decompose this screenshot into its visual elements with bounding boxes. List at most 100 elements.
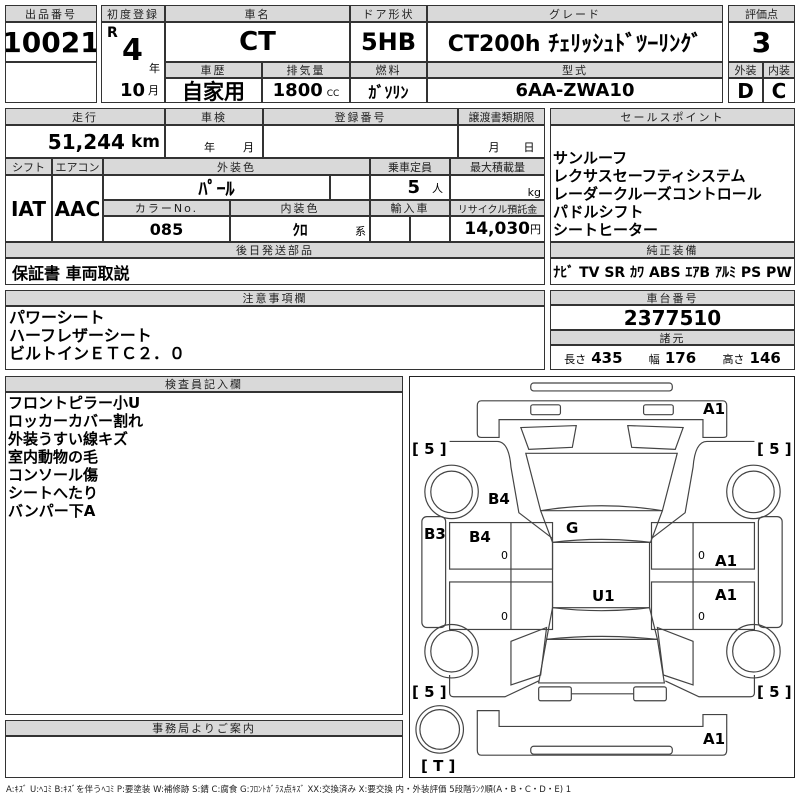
kg-unit: kg: [527, 186, 541, 199]
km-unit: km: [130, 131, 160, 152]
history: 自家用: [165, 78, 262, 103]
mileage: 51,244: [47, 129, 125, 154]
month-unit: 月: [148, 84, 159, 97]
history-label: 車歴: [165, 62, 262, 78]
year-unit: 年: [149, 62, 160, 75]
width: 176: [664, 349, 697, 367]
capacity-cell: 5 人: [370, 175, 450, 200]
displacement: 1800: [272, 80, 323, 101]
capacity-label: 乗車定員: [370, 158, 450, 175]
damage-mark: U1: [592, 587, 615, 605]
zero-mark: 0: [698, 549, 705, 562]
transfer-label: 譲渡書類期限: [458, 108, 545, 125]
zero-mark: 0: [501, 549, 508, 562]
model-label: 型式: [427, 62, 723, 78]
reg-no-label: 登録番号: [263, 108, 458, 125]
cc-unit: CC: [326, 88, 340, 99]
tire-mark: [ 5 ]: [412, 683, 447, 701]
damage-mark: A1: [715, 586, 738, 604]
chassis-number: 2377510: [550, 305, 795, 330]
car-name-label: 車名: [165, 5, 350, 22]
height-label: 高さ: [722, 353, 745, 366]
damage-mark: B4: [469, 528, 491, 546]
later-parts-label: 後日発送部品: [5, 242, 545, 258]
capacity-unit: 人: [432, 181, 443, 195]
sales-point: シートヒーター: [553, 221, 659, 239]
inspector-item: シートへたり: [8, 484, 99, 502]
first-reg-month: 10: [119, 79, 145, 101]
note-item: ビルトインＥＴＣ２．０: [9, 344, 186, 363]
displacement-label: 排気量: [262, 62, 350, 78]
ext-score: D: [728, 78, 763, 103]
inspection-month-unit: 月: [243, 141, 254, 154]
grade-label: グレード: [427, 5, 723, 22]
recycle-fee: 14,030: [464, 219, 530, 239]
notes-label: 注意事項欄: [5, 290, 545, 306]
inspector-item: コンソール傷: [8, 466, 99, 484]
width-label: 幅: [648, 353, 660, 366]
int-color-cell: ｸﾛ 系: [230, 216, 370, 242]
tire-mark: [ 5 ]: [757, 440, 792, 458]
chassis-label: 車台番号: [550, 290, 795, 305]
ext-color-label: 外装色: [103, 158, 370, 175]
import-label: 輸入車: [370, 200, 450, 216]
length: 435: [591, 349, 623, 367]
zero-mark: 0: [698, 610, 705, 623]
aircon: AAC: [52, 175, 103, 242]
sales-point: レクサスセーフティシステム: [553, 167, 746, 185]
sales-point: サンルーフ: [553, 149, 628, 167]
car-outline: [415, 382, 783, 756]
int-score-label: 内装: [763, 62, 795, 78]
damage-mark: B3: [424, 525, 446, 543]
specs-label: 諸元: [550, 330, 795, 345]
office-label: 事務局よりご案内: [5, 720, 403, 736]
inspector-label: 検査員記入欄: [5, 376, 403, 392]
sales-point: パドルシフト: [553, 203, 644, 221]
damage-mark: A1: [703, 400, 726, 418]
inspection-cell: 年 月: [165, 125, 263, 158]
grade: CT200h ﾁｪﾘｯｼｭﾄﾞﾂｰﾘﾝｸﾞ: [427, 22, 723, 62]
era: R: [107, 25, 118, 41]
inspection-label: 車検: [165, 108, 263, 125]
damage-mark: G: [566, 519, 579, 537]
notes-list: パワーシート ハーフレザーシート ビルトインＥＴＣ２．０: [9, 309, 185, 363]
inspector-box: [5, 392, 403, 715]
first-reg-label: 初度登録: [101, 5, 165, 22]
sales-points-list: サンルーフ レクサスセーフティシステム レーダークルーズコントロール パドルシフ…: [553, 149, 762, 239]
door-label: ドア形状: [350, 5, 427, 22]
inspector-item: フロントピラー小U: [8, 394, 141, 412]
int-color-unit: 系: [355, 225, 366, 238]
color-no-label: カラーNo.: [103, 200, 230, 216]
mileage-label: 走行: [5, 108, 165, 125]
first-reg-month-cell: 10 月: [101, 78, 165, 103]
note-item: パワーシート: [9, 308, 105, 327]
import-cell-b: [410, 216, 450, 242]
lot-blank: [5, 62, 97, 103]
capacity: 5: [407, 177, 420, 198]
sales-points-box: [550, 125, 795, 242]
shift: IAT: [5, 175, 52, 242]
legend: A:ｷｽﾞ U:ﾍｺﾐ B:ｷｽﾞを伴うﾍｺﾐ P:要塗装 W:補修跡 S:錆 …: [6, 785, 572, 795]
specs-cell: 長さ 435 幅 176 高さ 146: [550, 345, 795, 370]
damage-mark: A1: [715, 552, 738, 570]
office-box: [5, 736, 403, 778]
notes-box: [5, 306, 545, 370]
ext-color-extra: [330, 175, 370, 200]
height: 146: [749, 349, 781, 367]
lot-label: 出品番号: [5, 5, 97, 22]
inspector-item: ロッカーカバー割れ: [8, 412, 144, 430]
inspector-item: 室内動物の毛: [8, 448, 99, 466]
damage-mark: A1: [703, 730, 726, 748]
int-score: C: [763, 78, 795, 103]
car-name: CT: [165, 22, 350, 62]
lot-number: 10021: [5, 22, 97, 62]
int-color-label: 内装色: [230, 200, 370, 216]
color-no: 085: [103, 216, 230, 242]
shift-label: シフト: [5, 158, 52, 175]
ext-score-label: 外装: [728, 62, 763, 78]
reg-no-cell: [263, 125, 458, 158]
recycle-label: リサイクル預託金: [450, 200, 545, 216]
transfer-month-unit: 月: [488, 141, 500, 154]
length-label: 長さ: [564, 353, 587, 366]
inspector-item: 外装うすい線キズ: [8, 430, 129, 448]
